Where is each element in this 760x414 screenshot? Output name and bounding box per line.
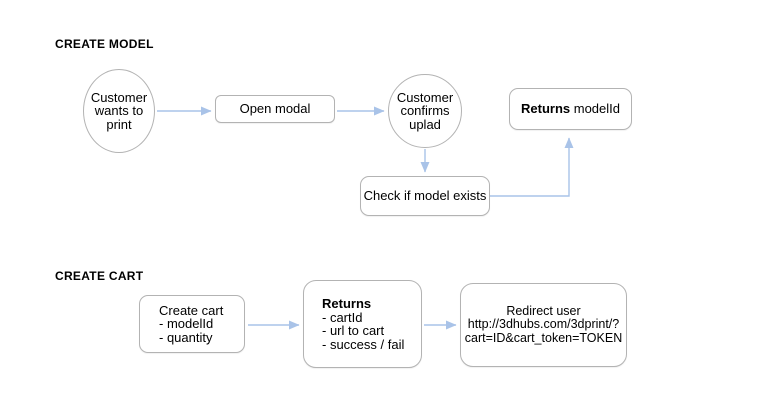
node-check-if-model-exists: Check if model exists	[360, 176, 490, 216]
node-customer-confirms-upload: Customer confirms uplad	[388, 74, 462, 148]
section-title-create-model: CREATE MODEL	[55, 37, 154, 51]
node-returns-cart: Returns - cartId - url to cart - success…	[303, 280, 422, 368]
node-text-line: - modelId	[159, 316, 214, 332]
node-text-line: - cartId	[322, 309, 363, 325]
node-text-line: - quantity	[159, 329, 213, 345]
section-title-create-cart: CREATE CART	[55, 269, 144, 283]
returns-keyword: Returns	[322, 296, 372, 311]
returns-value: modelId	[570, 101, 620, 117]
node-open-modal: Open modal	[215, 95, 335, 123]
node-text-line: - url to cart	[322, 323, 385, 338]
redirect-url-line: cart=ID&cart_token=TOKEN	[464, 330, 623, 345]
node-customer-wants-to-print: Customer wants to print	[83, 69, 155, 153]
node-text-line: print	[106, 116, 132, 132]
node-text-line: wants to	[94, 103, 144, 119]
node-create-cart: Create cart - modelId - quantity	[139, 295, 245, 353]
arrow-check-to-returns	[490, 137, 574, 197]
node-text-line: Redirect user	[506, 303, 581, 318]
node-text-line: Create cart	[159, 302, 224, 318]
node-text-line: - success / fail	[322, 336, 405, 352]
node-text-line: confirms	[400, 103, 450, 119]
redirect-url-line: http://3dhubs.com/3dprint/?	[467, 317, 620, 332]
node-text-line: Customer	[90, 89, 148, 105]
node-text-line: Check if model exists	[363, 188, 487, 204]
node-text-line: uplad	[409, 116, 441, 132]
node-text-line: Open modal	[239, 101, 311, 117]
node-returns-modelid: Returns modelId	[509, 88, 632, 130]
node-redirect-user: Redirect user http://3dhubs.com/3dprint/…	[460, 283, 627, 367]
node-text-line: Customer	[396, 89, 454, 105]
returns-keyword: Returns	[521, 101, 571, 117]
node-text-line: Returns modelId	[521, 102, 620, 116]
